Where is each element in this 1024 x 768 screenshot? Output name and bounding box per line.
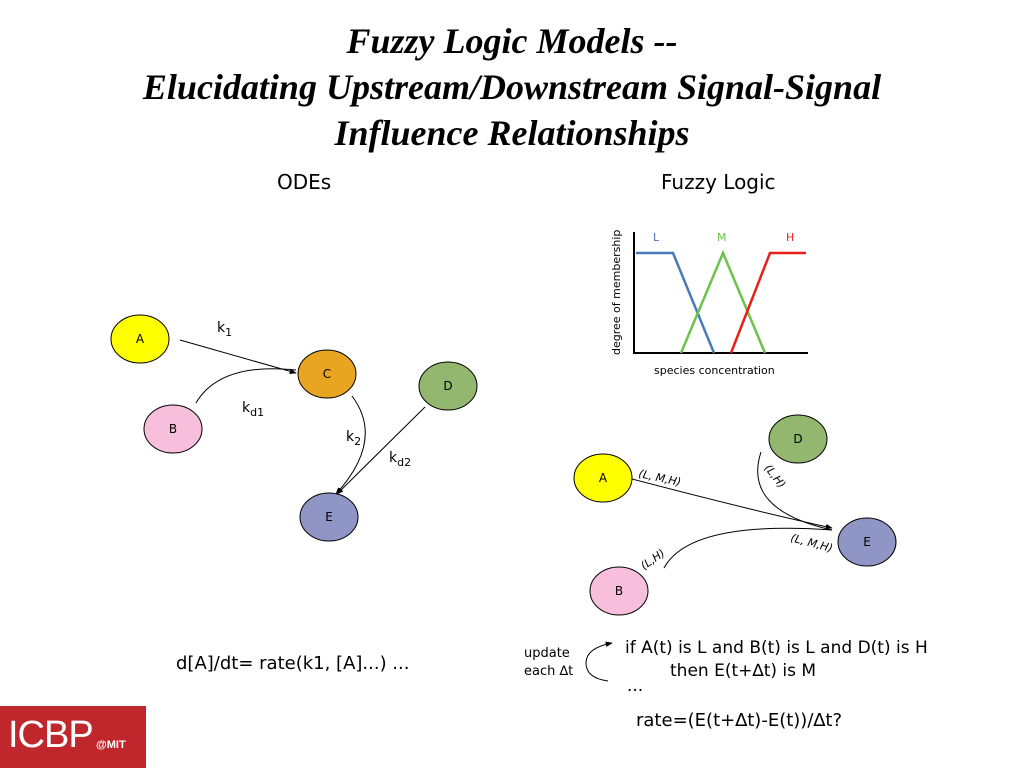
fuzzy-edge-d-e bbox=[757, 451, 833, 531]
fuzzy-edge-label-a: (L, M,H) bbox=[637, 467, 682, 489]
membership-curve-high bbox=[729, 251, 806, 354]
fuzzy-edge-label-b: (L,H) bbox=[638, 547, 667, 573]
membership-legend-low: L bbox=[653, 231, 660, 244]
logo-sub-text: @MIT bbox=[96, 739, 126, 751]
ode-node-b: B bbox=[143, 404, 203, 454]
ode-node-a: A bbox=[110, 314, 170, 364]
ode-edge-b-c bbox=[195, 368, 297, 404]
ode-node-e: E bbox=[299, 492, 359, 542]
logo-main-text: ICBP bbox=[8, 714, 94, 756]
membership-curve-medium bbox=[679, 249, 767, 354]
fuzzy-network: (L, M,H) (L,H) (L,H) (L, M,H) A B D E bbox=[573, 414, 897, 616]
ode-node-d: D bbox=[418, 361, 478, 411]
svg-text:A: A bbox=[599, 471, 608, 485]
ode-edge-d-e bbox=[336, 406, 426, 495]
svg-text:C: C bbox=[323, 367, 331, 381]
svg-text:E: E bbox=[325, 510, 333, 524]
svg-text:B: B bbox=[615, 584, 623, 598]
ode-node-c: C bbox=[297, 349, 357, 399]
rate-label-kd1: kd1 bbox=[242, 400, 264, 419]
fuzzy-rule-line-1: if A(t) is L and B(t) is L and D(t) is H bbox=[625, 638, 928, 658]
title-line-2: Elucidating Upstream/Downstream Signal-S… bbox=[142, 67, 882, 107]
update-line-2: each ∆t bbox=[524, 664, 574, 679]
ode-edge-a-c bbox=[179, 339, 297, 374]
rate-label-k2: k2 bbox=[346, 429, 361, 448]
fuzzy-node-b: B bbox=[589, 566, 649, 616]
membership-legend-high: H bbox=[786, 231, 794, 244]
fuzzy-edge-label-d: (L,H) bbox=[762, 462, 789, 491]
membership-curve-low bbox=[636, 251, 716, 354]
update-each-dt: update each ∆t bbox=[524, 645, 573, 681]
fuzzy-node-e: E bbox=[837, 517, 897, 567]
ode-edge-c-e bbox=[335, 395, 366, 495]
fuzzy-node-d: D bbox=[768, 414, 828, 464]
fuzzy-rule-line-2: then E(t+∆t) is M bbox=[670, 661, 817, 681]
svg-text:D: D bbox=[443, 379, 452, 393]
svg-text:A: A bbox=[136, 332, 145, 346]
rate-label-k1: k1 bbox=[217, 320, 232, 339]
ode-network: k1 kd1 k2 kd2 A B C D E bbox=[110, 314, 478, 542]
svg-text:D: D bbox=[793, 432, 802, 446]
icbp-logo: ICBP @MIT bbox=[0, 706, 146, 768]
fuzzy-node-a: A bbox=[573, 453, 633, 503]
fuzzy-logic-label: Fuzzy Logic bbox=[661, 170, 776, 194]
fuzzy-rate-equation: rate=(E(t+∆t)-E(t))/∆t? bbox=[636, 710, 843, 731]
update-loop-arrow bbox=[585, 641, 613, 682]
odes-label: ODEs bbox=[277, 170, 332, 194]
svg-text:B: B bbox=[169, 422, 177, 436]
fuzzy-edge-a-e bbox=[631, 478, 833, 530]
membership-y-axis-label: degree of membership bbox=[610, 230, 623, 355]
fuzzy-rule-ellipsis: ... bbox=[627, 676, 644, 696]
slide-title: Fuzzy Logic Models -- Elucidating Upstre… bbox=[0, 18, 1024, 156]
membership-legend-medium: M bbox=[717, 231, 727, 244]
svg-text:E: E bbox=[863, 535, 871, 549]
membership-chart: degree of membership L M H species conce… bbox=[610, 230, 808, 377]
membership-x-axis-label: species concentration bbox=[654, 364, 775, 377]
ode-equation: d[A]/dt= rate(k1, [A]...) ... bbox=[176, 653, 410, 674]
title-line-3: Influence Relationships bbox=[334, 113, 690, 153]
title-line-1: Fuzzy Logic Models -- bbox=[346, 21, 678, 61]
fuzzy-edge-label-e: (L, M,H) bbox=[789, 531, 834, 555]
rate-label-kd2: kd2 bbox=[389, 450, 411, 469]
fuzzy-edge-b-e bbox=[663, 527, 833, 569]
update-line-1: update bbox=[524, 646, 570, 661]
